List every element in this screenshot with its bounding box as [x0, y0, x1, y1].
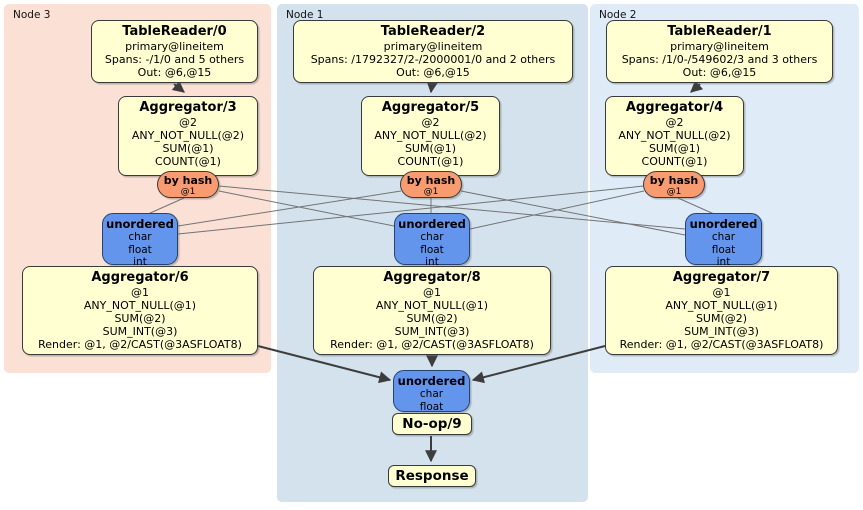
- router-stream-edges: [147, 185, 715, 236]
- stream-line: int: [425, 256, 439, 268]
- hash-router-node1: by hash @1: [400, 171, 462, 198]
- processor-line: Render: @1, @2/CAST(@3ASFLOAT8): [330, 338, 534, 351]
- stream-title: unordered: [689, 217, 758, 231]
- router-arg: @1: [666, 187, 682, 197]
- processor-line: @2: [421, 116, 440, 129]
- unordered-sync-node2: unordered char float int: [685, 213, 762, 268]
- router-arg: @1: [180, 187, 196, 197]
- hash-router-node2: by hash @1: [643, 171, 705, 198]
- response-box: Response: [388, 465, 476, 487]
- processor-line: SUM(@1): [648, 142, 701, 155]
- router-title: by hash: [163, 174, 213, 187]
- processor-line: Render: @1, @2/CAST(@3ASFLOAT8): [619, 338, 824, 351]
- tablereader-2-box: TableReader/2 primary@lineitem Spans: /1…: [293, 20, 573, 83]
- stream-line: int: [133, 256, 147, 268]
- processor-line: ANY_NOT_NULL(@2): [374, 129, 487, 142]
- processor-title: Aggregator/4: [625, 100, 724, 115]
- stream-title: unordered: [106, 217, 174, 231]
- tablereader-1-box: TableReader/1 primary@lineitem Spans: /1…: [606, 20, 833, 83]
- node3-label: Node 3: [13, 9, 51, 21]
- stream-line: float: [128, 243, 152, 256]
- processor-line: SUM_INT(@3): [102, 325, 178, 338]
- processor-line: Out: @6,@15: [137, 66, 212, 79]
- stream-line: char: [711, 231, 736, 243]
- stream-title: unordered: [398, 217, 466, 231]
- processor-line: ANY_NOT_NULL(@1): [83, 299, 197, 312]
- hash-router-node3: by hash @1: [157, 171, 219, 198]
- router-title: by hash: [406, 174, 456, 187]
- stream-line: float: [420, 243, 444, 256]
- processor-line: @2: [665, 116, 684, 129]
- stream-line: float: [419, 400, 444, 413]
- flow-arrows: [171, 80, 704, 463]
- processor-line: ANY_NOT_NULL(@2): [618, 129, 731, 142]
- processor-line: Out: @6,@15: [682, 66, 757, 79]
- processor-line: Spans: /1792327/2-/2000001/0 and 2 other…: [310, 53, 556, 66]
- processor-line: COUNT(@1): [397, 155, 464, 168]
- unordered-sync-node3: unordered char float int: [102, 213, 178, 268]
- aggregator-7-box: Aggregator/7 @1 ANY_NOT_NULL(@1) SUM(@2)…: [605, 266, 838, 355]
- aggregator-8-box: Aggregator/8 @1 ANY_NOT_NULL(@1) SUM(@2)…: [313, 266, 551, 355]
- processor-line: @1: [131, 286, 149, 299]
- processor-line: SUM_INT(@3): [394, 325, 470, 338]
- processor-line: primary@lineitem: [670, 40, 769, 53]
- processor-title: Aggregator/5: [381, 100, 480, 115]
- unordered-sync-node1: unordered char float int: [394, 213, 470, 268]
- noop-9-box: No-op/9: [392, 413, 472, 435]
- processor-line: Spans: -/1/0 and 5 others: [104, 53, 245, 66]
- processor-line: SUM(@2): [406, 312, 458, 325]
- stream-line: char: [419, 388, 444, 400]
- processor-title: Aggregator/3: [139, 100, 237, 115]
- processor-line: Spans: /1/0-/549602/3 and 3 others: [621, 53, 818, 66]
- processor-line: Render: @1, @2/CAST(@3ASFLOAT8): [38, 338, 242, 351]
- processor-line: ANY_NOT_NULL(@1): [375, 299, 489, 312]
- aggregator-4-box: Aggregator/4 @2 ANY_NOT_NULL(@2) SUM(@1)…: [605, 96, 744, 176]
- processor-line: SUM(@1): [404, 142, 457, 155]
- processor-line: @2: [179, 116, 197, 129]
- router-arg: @1: [423, 187, 439, 197]
- processor-line: ANY_NOT_NULL(@2): [131, 129, 245, 142]
- processor-line: @1: [423, 286, 441, 299]
- processor-title: TableReader/0: [122, 24, 227, 39]
- processor-title: Aggregator/8: [383, 270, 481, 285]
- processor-line: SUM(@1): [162, 142, 214, 155]
- processor-title: Aggregator/6: [91, 270, 189, 285]
- processor-line: COUNT(@1): [641, 155, 708, 168]
- processor-line: SUM_INT(@3): [684, 325, 759, 338]
- stream-line: char: [420, 231, 444, 243]
- aggregator-3-box: Aggregator/3 @2 ANY_NOT_NULL(@2) SUM(@1)…: [118, 96, 258, 176]
- processor-line: COUNT(@1): [155, 155, 221, 168]
- processor-line: @1: [712, 286, 731, 299]
- node2-label: Node 2: [599, 9, 637, 21]
- stream-title: unordered: [397, 374, 466, 388]
- stream-line: float: [711, 243, 736, 256]
- stream-line: char: [128, 231, 152, 243]
- processor-title: TableReader/2: [380, 24, 486, 39]
- processor-title: TableReader/1: [667, 24, 772, 39]
- tablereader-0-box: TableReader/0 primary@lineitem Spans: -/…: [91, 20, 258, 83]
- stream-line: int: [716, 256, 731, 268]
- processor-line: Out: @6,@15: [396, 66, 470, 79]
- processor-line: primary@lineitem: [383, 40, 483, 53]
- router-title: by hash: [649, 174, 699, 187]
- processor-line: SUM(@2): [114, 312, 166, 325]
- aggregator-5-box: Aggregator/5 @2 ANY_NOT_NULL(@2) SUM(@1)…: [361, 96, 500, 176]
- processor-line: ANY_NOT_NULL(@1): [665, 299, 778, 312]
- node1-label: Node 1: [286, 9, 324, 21]
- processor-line: primary@lineitem: [125, 40, 224, 53]
- processor-title: Aggregator/7: [672, 270, 771, 285]
- aggregator-6-box: Aggregator/6 @1 ANY_NOT_NULL(@1) SUM(@2)…: [22, 266, 258, 355]
- processor-line: SUM(@2): [695, 312, 748, 325]
- unordered-sync-final: unordered char float: [393, 370, 470, 413]
